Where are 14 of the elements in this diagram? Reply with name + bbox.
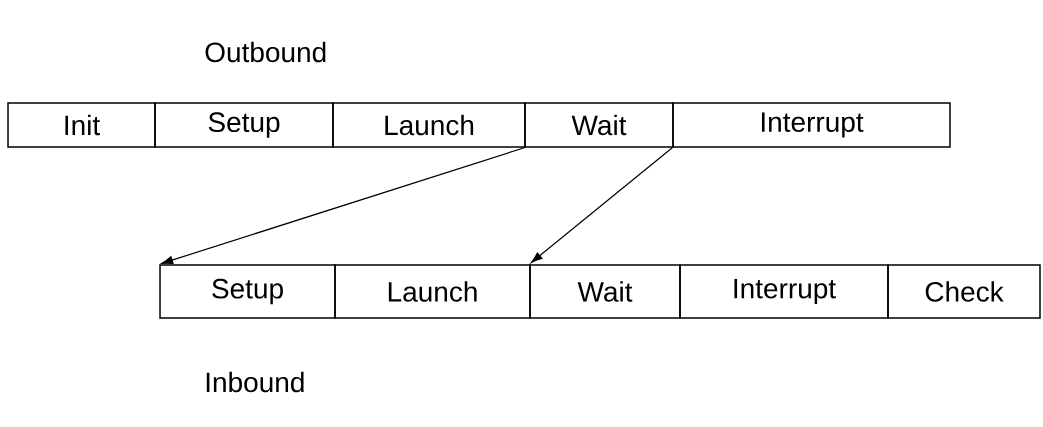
table-cell: Init <box>7 102 156 148</box>
table-cell: Wait <box>529 264 681 319</box>
table-cell: Launch <box>334 264 531 319</box>
table-cell: Launch <box>332 102 526 148</box>
table-cell: Wait <box>524 102 674 148</box>
section-label: Inbound <box>206 371 304 393</box>
table-cell: Setup <box>154 102 334 148</box>
arrow <box>530 147 673 264</box>
arrow <box>161 147 525 265</box>
table-cell: Interrupt <box>672 102 951 148</box>
table-cell: Setup <box>159 264 336 319</box>
section-label: Outbound <box>205 41 326 63</box>
table-cell: Check <box>887 264 1041 319</box>
table-cell: Interrupt <box>679 264 889 319</box>
